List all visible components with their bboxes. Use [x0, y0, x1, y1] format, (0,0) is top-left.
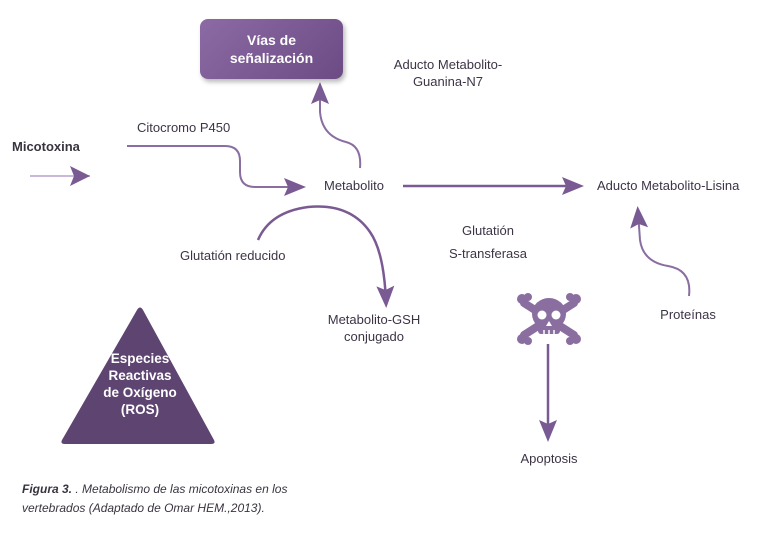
micotoxina-arrowhead: [70, 166, 90, 186]
glutation-reducido-label: Glutatión reducido: [180, 248, 286, 263]
figure-caption: Figura 3. . Metabolismo de las micotoxin…: [22, 480, 322, 518]
ros-label-3: de Oxígeno: [103, 385, 177, 400]
vias-senalizacion-box: Vías de señalización: [200, 19, 343, 79]
proteinas-label: Proteínas: [660, 307, 716, 322]
aducto-guanina-label-1: Aducto Metabolito-: [394, 57, 502, 72]
gsh-label-1: Metabolito-GSH: [328, 312, 420, 327]
gsh-arrow: [256, 205, 395, 308]
ros-label-1: Especies: [110, 351, 170, 366]
ros-label-2: Reactivas: [108, 368, 172, 383]
micotoxina-label: Micotoxina: [12, 139, 81, 154]
caption-text: . Metabolismo de las micotoxinas en los …: [22, 482, 288, 515]
ros-label: Especies Reactivas de Oxígeno (ROS): [88, 350, 192, 418]
citocromo-label: Citocromo P450: [137, 120, 230, 135]
metabolito-label: Metabolito: [324, 178, 384, 193]
skull-crossbones-icon: [517, 293, 581, 345]
aducto-guanina-label-2: Guanina-N7: [413, 74, 483, 89]
aducto-lisina-label: Aducto Metabolito-Lisina: [597, 178, 740, 193]
proteinas-arrow: [630, 206, 691, 297]
ros-triangle: [61, 307, 215, 444]
citocromo-arrow: [127, 145, 306, 196]
caption-label: Figura 3.: [22, 482, 73, 496]
apoptosis-label: Apoptosis: [520, 451, 578, 466]
vias-label-1: Vías de: [246, 32, 297, 48]
vias-label-2: señalización: [229, 50, 314, 66]
vias-arrow: [311, 82, 362, 169]
glutation-transferasa-label-1: Glutatión: [462, 223, 514, 238]
glutation-transferasa-label-2: S-transferasa: [449, 246, 528, 261]
ros-label-4: (ROS): [120, 402, 160, 417]
gsh-label-2: conjugado: [344, 329, 404, 344]
